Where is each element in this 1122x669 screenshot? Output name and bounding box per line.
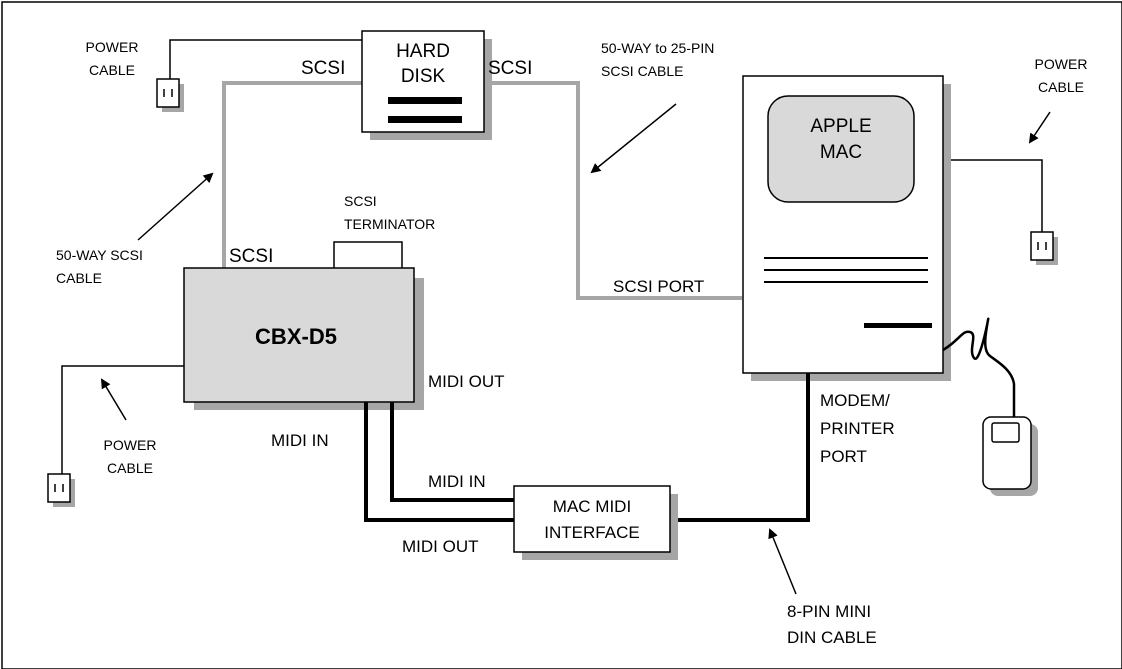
- mouse-cable: [942, 317, 1016, 420]
- label-scsi-cbx: SCSI: [229, 246, 273, 267]
- mac-midi-interface: MAC MIDI INTERFACE: [513, 485, 678, 560]
- power-outlet-icon: [156, 78, 185, 113]
- label-midi-out-iface: MIDI OUT: [402, 537, 479, 556]
- midi-cable-cbx-in-to-iface-out: [364, 402, 514, 522]
- label-midi-out-cbx: MIDI OUT: [428, 372, 505, 391]
- disk-platter-line: [388, 116, 462, 123]
- power-cable-mac: [940, 159, 1043, 232]
- mac-screen: [767, 95, 915, 203]
- scsi-terminator: [333, 241, 403, 273]
- scsi-cable-cbx-to-hard-disk: [222, 81, 364, 268]
- midi-cable-cbx-out-to-iface-in: [390, 402, 514, 502]
- label-power-cable-bottom-left-2: CABLE: [107, 460, 153, 476]
- label-din-cable-2: DIN CABLE: [787, 628, 877, 647]
- label-scsi-cable-50-1: 50-WAY SCSI: [56, 247, 143, 263]
- cbx-d5: CBX-D5: [183, 241, 424, 410]
- scsi-cable-hard-disk-to-mac: [486, 81, 742, 300]
- mouse-icon: [982, 416, 1038, 496]
- din-cable-iface-to-mac: [672, 373, 810, 522]
- label-modem-printer-3: PORT: [820, 447, 867, 466]
- arrow-power-cable-cbx: [100, 378, 127, 421]
- interface-label-line1: MAC MIDI: [553, 497, 631, 516]
- power-cable-cbx: [61, 365, 184, 476]
- label-scsi-terminator-1: SCSI: [344, 193, 377, 209]
- label-scsi-cable-50-2: CABLE: [56, 270, 102, 286]
- label-modem-printer-1: MODEM/: [820, 391, 890, 410]
- hard-disk-label-line1: HARD: [396, 41, 450, 62]
- label-scsi-terminator-2: TERMINATOR: [344, 216, 435, 232]
- label-scsi-hd-left: SCSI: [301, 58, 345, 79]
- arrow-din-cable: [768, 528, 797, 595]
- power-cable-hard-disk: [169, 39, 364, 80]
- arrow-scsi-cable-50: [137, 172, 214, 241]
- label-din-cable-1: 8-PIN MINI: [787, 602, 871, 621]
- arrow-power-cable-mac: [1028, 111, 1051, 144]
- mac-floppy-slot: [864, 323, 932, 328]
- hard-disk-label-line2: DISK: [401, 66, 446, 87]
- label-modem-printer-2: PRINTER: [820, 419, 895, 438]
- label-scsi-cable-50-25-2: SCSI CABLE: [601, 63, 683, 79]
- label-scsi-cable-50-25-1: 50-WAY to 25-PIN: [601, 40, 714, 56]
- label-power-cable-top-left-1: POWER: [86, 39, 139, 55]
- label-midi-in-cbx: MIDI IN: [271, 431, 329, 450]
- cbx-d5-title: CBX-D5: [255, 324, 337, 349]
- disk-platter-line: [388, 97, 462, 104]
- power-outlet-icon: [47, 473, 76, 508]
- label-power-cable-top-left-2: CABLE: [89, 62, 135, 78]
- mac-label-line2: MAC: [820, 142, 862, 163]
- hard-disk: HARD DISK: [361, 30, 492, 140]
- label-scsi-port: SCSI PORT: [613, 277, 704, 296]
- label-power-cable-right-2: CABLE: [1038, 79, 1084, 95]
- power-outlet-icon: [1030, 231, 1059, 266]
- interface-label-line2: INTERFACE: [544, 523, 639, 542]
- label-power-cable-right-1: POWER: [1035, 56, 1088, 72]
- arrow-scsi-cable-50-25: [590, 103, 677, 174]
- mac-label-line1: APPLE: [810, 116, 871, 137]
- apple-mac: APPLE MAC: [742, 75, 951, 381]
- label-midi-in-iface: MIDI IN: [428, 472, 486, 491]
- label-scsi-hd-right: SCSI: [488, 58, 532, 79]
- label-power-cable-bottom-left-1: POWER: [104, 437, 157, 453]
